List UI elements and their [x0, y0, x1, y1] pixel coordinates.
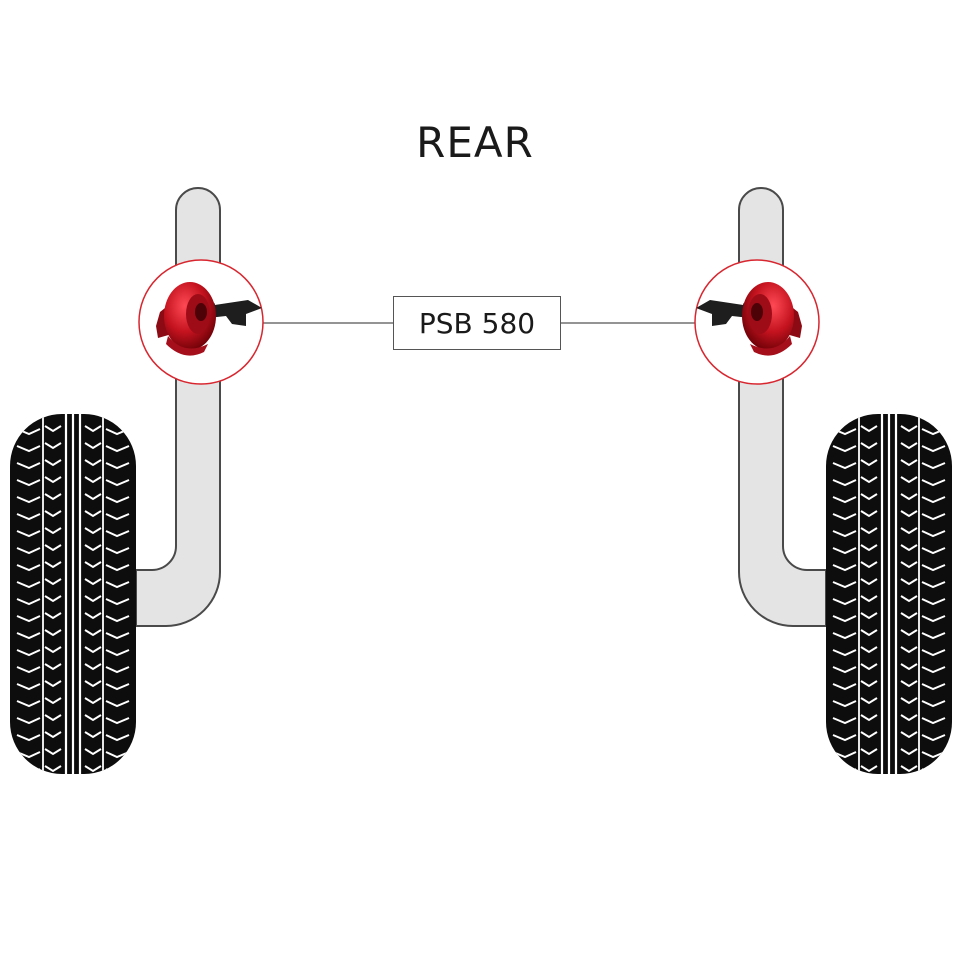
bush-icon [156, 282, 216, 356]
part-number-label: PSB 580 [393, 296, 561, 350]
left-tyre-icon [10, 414, 136, 774]
right-subframe-arm [738, 187, 827, 627]
left-bush-callout [138, 259, 264, 385]
right-bush-callout [694, 259, 820, 385]
right-tyre-icon [826, 414, 952, 774]
bush-icon [742, 282, 802, 356]
section-heading: REAR [416, 118, 534, 167]
left-subframe-arm [135, 187, 221, 627]
